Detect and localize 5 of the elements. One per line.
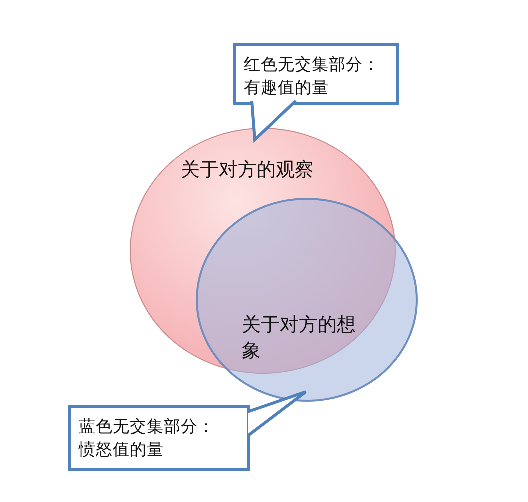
callout-box: 蓝色无交集部分：愤怒值的量 (68, 405, 250, 471)
callout-pointer (246, 390, 308, 438)
circle-label: 关于对方的观察 (181, 158, 315, 183)
callout-pointer (250, 100, 298, 144)
circle-label: 关于对方的想象 (242, 313, 357, 364)
